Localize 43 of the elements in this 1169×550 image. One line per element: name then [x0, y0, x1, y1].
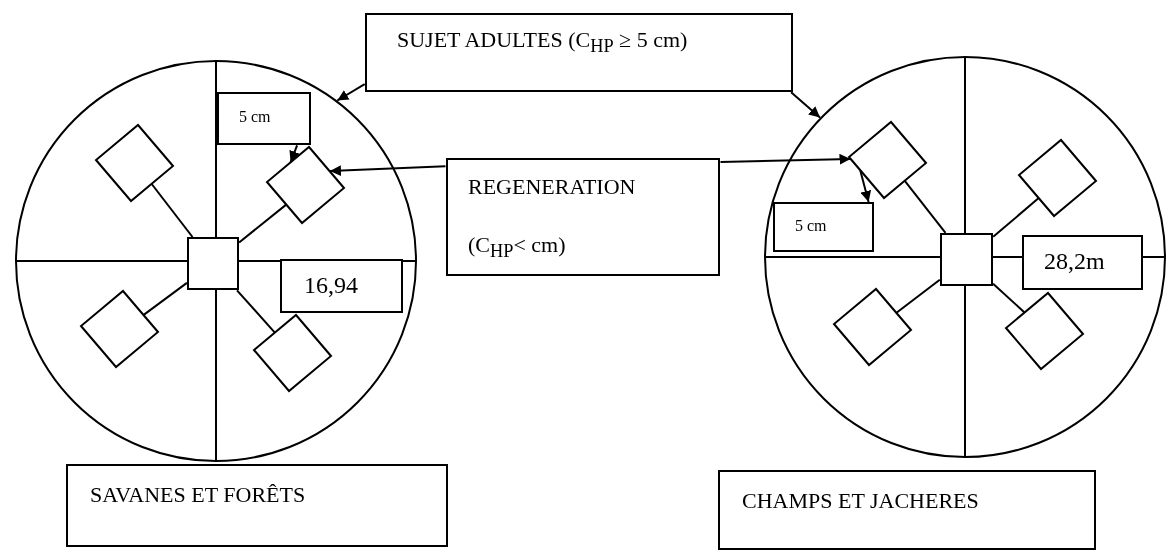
label-box: [1022, 235, 1143, 290]
arrow: [329, 165, 447, 177]
box-label: CHAMPS ET JACHERES: [742, 488, 979, 514]
subplot-diamond: [848, 121, 927, 199]
circular-plot: [15, 60, 417, 462]
box-label: 5 cm: [239, 108, 271, 126]
connector-line: [992, 282, 1026, 314]
label-box: [280, 259, 403, 313]
connector-line: [895, 278, 941, 314]
circular-plot: [764, 56, 1166, 458]
label-box: [365, 13, 793, 92]
subplot-diamond: [1005, 292, 1084, 370]
label-box: [217, 92, 311, 145]
center-subplot: [940, 233, 993, 286]
arrow: [859, 169, 872, 203]
subplot-diamond: [1018, 139, 1097, 217]
subplot-diamond: [833, 288, 912, 366]
arrow: [289, 144, 300, 164]
arrow: [790, 91, 821, 119]
arrow: [719, 153, 852, 165]
connector-line: [236, 289, 276, 334]
box-label: (C$_{HP}$< cm): [468, 232, 566, 263]
arrow: [336, 83, 366, 102]
box-label: 5 cm: [795, 217, 827, 235]
box-label: 16,94: [304, 272, 358, 299]
box-label: SUJET ADULTES (C$_{HP}$ ≥ 5 cm): [397, 27, 688, 58]
box-label: SAVANES ET FORÊTS: [90, 482, 306, 508]
box-label: REGENERATION: [468, 174, 636, 200]
connector-line: [992, 197, 1040, 238]
center-subplot: [187, 237, 239, 290]
label-box: [773, 202, 874, 252]
subplot-diamond: [95, 124, 174, 202]
connector-line: [238, 203, 288, 244]
label-box: [66, 464, 448, 547]
connector-line: [150, 183, 194, 238]
connector-line: [903, 179, 947, 234]
label-box: [718, 470, 1096, 550]
connector-line: [142, 281, 188, 316]
label-box: [446, 158, 720, 276]
subplot-diamond: [266, 146, 345, 224]
subplot-diamond: [253, 314, 332, 392]
subplot-diamond: [80, 290, 159, 368]
box-label: 28,2m: [1044, 248, 1105, 275]
